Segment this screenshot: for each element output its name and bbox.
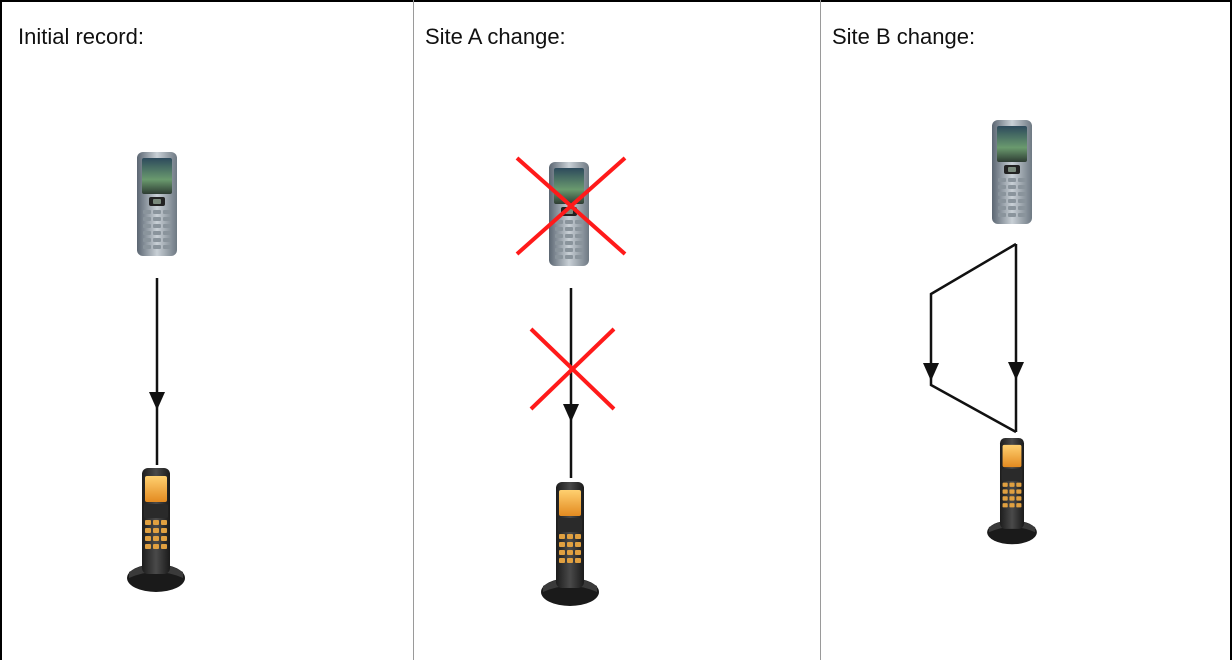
arrow-head: [923, 363, 939, 381]
red-x-icon: [529, 327, 616, 411]
cordless-phone-icon: [987, 438, 1037, 545]
cordless-phone-icon: [127, 468, 185, 592]
panel-site-a: [515, 156, 627, 606]
arrow-head: [1008, 362, 1024, 380]
panel-label-initial: Initial record:: [18, 24, 144, 49]
mobile-phone-icon: [137, 152, 177, 256]
panel-initial: [127, 152, 185, 592]
cordless-phone-icon: [541, 482, 599, 606]
red-x-icon: [515, 156, 627, 256]
panel-label-site-b: Site B change:: [832, 24, 976, 49]
arrow-head: [149, 392, 165, 410]
panel-site-b: [923, 120, 1037, 545]
panel-divider: [820, 0, 821, 660]
link-loop: [929, 242, 1017, 434]
panel-label-site-a: Site A change:: [425, 24, 566, 49]
arrow-head: [563, 404, 579, 422]
panel-divider: [413, 0, 414, 660]
mobile-phone-icon: [992, 120, 1032, 224]
